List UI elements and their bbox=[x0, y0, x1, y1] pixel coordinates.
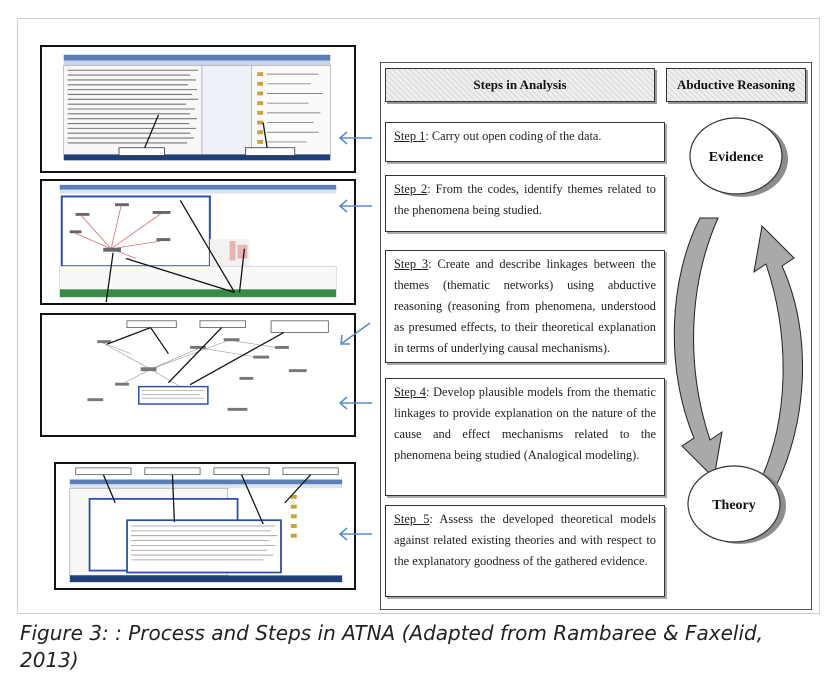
screenshot-thumbnail-coding bbox=[40, 45, 356, 173]
diagonal-arrow-icon bbox=[340, 322, 371, 345]
theory-label: Theory bbox=[712, 498, 756, 513]
step-label: Step 1 bbox=[394, 129, 426, 143]
screenshot-thumbnail-themes bbox=[40, 179, 356, 305]
step-label: Step 4 bbox=[394, 385, 426, 399]
step-2-box: Step 2: From the codes, identify themes … bbox=[385, 175, 665, 232]
left-arrow-icon bbox=[338, 527, 372, 541]
step-text: : Create and describe linkages between t… bbox=[394, 257, 656, 355]
step-text: : Carry out open coding of the data. bbox=[425, 129, 602, 143]
step-label: Step 5 bbox=[394, 512, 430, 526]
left-arrow-icon bbox=[338, 396, 372, 410]
step-4-box: Step 4: Develop plausible models from th… bbox=[385, 378, 665, 496]
step-label: Step 2 bbox=[394, 182, 428, 196]
step-3-box: Step 3: Create and describe linkages bet… bbox=[385, 250, 665, 363]
steps-header: Steps in Analysis bbox=[385, 68, 655, 102]
figure-caption: Figure 3: : Process and Steps in ATNA (A… bbox=[20, 621, 764, 672]
step-text: : Assess the developed theoretical model… bbox=[394, 512, 656, 568]
abductive-cycle-diagram: Evidence Theory bbox=[673, 117, 804, 544]
step-label: Step 3 bbox=[394, 257, 429, 271]
screenshot-thumbnail-models bbox=[54, 462, 356, 590]
cycle-arrow-right bbox=[753, 224, 804, 487]
evidence-node bbox=[689, 117, 783, 195]
evidence-label: Evidence bbox=[709, 150, 763, 165]
cycle-arrow-left bbox=[673, 217, 723, 480]
step-text: : Develop plausible models from the them… bbox=[394, 385, 656, 462]
left-arrow-icon bbox=[338, 131, 372, 145]
theory-node bbox=[687, 465, 781, 543]
screenshot-thumbnail-networks bbox=[40, 313, 356, 437]
left-arrow-icon bbox=[338, 199, 372, 213]
step-text: : From the codes, identify themes relate… bbox=[394, 182, 656, 217]
abductive-reasoning-header: Abductive Reasoning bbox=[666, 68, 806, 102]
step-5-box: Step 5: Assess the developed theoretical… bbox=[385, 505, 665, 597]
step-1-box: Step 1: Carry out open coding of the dat… bbox=[385, 122, 665, 162]
